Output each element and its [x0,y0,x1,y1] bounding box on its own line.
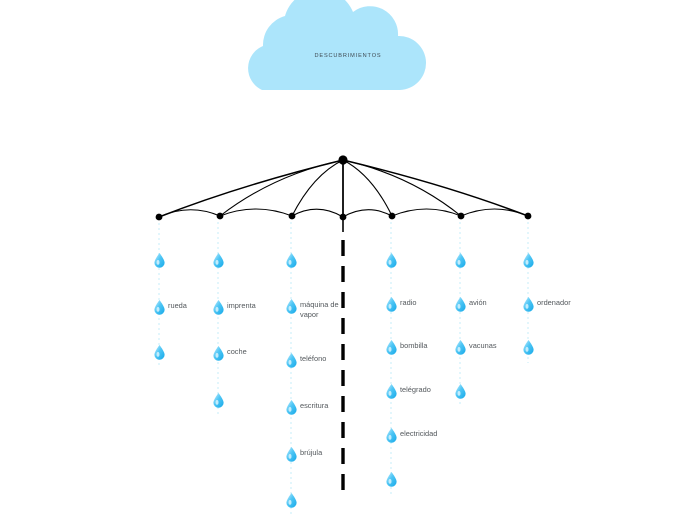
water-drop-icon[interactable] [285,400,297,415]
umbrella-shape [155,155,532,500]
drop-label: electricidad [400,429,438,438]
water-drop-icon[interactable] [385,384,397,399]
water-drop-icon[interactable] [385,340,397,355]
water-drop-icon[interactable] [212,393,224,408]
water-drop-icon[interactable] [153,300,165,315]
water-drop-icon[interactable] [153,345,165,360]
drop-label: ordenador [537,298,571,307]
drop-label: rueda [168,301,187,310]
water-drop-icon[interactable] [385,428,397,443]
water-drop-icon[interactable] [454,297,466,312]
water-drop-icon[interactable] [212,300,224,315]
water-drop-icon[interactable] [153,253,165,268]
drop-label: vacunas [469,341,497,350]
water-drop-icon[interactable] [285,353,297,368]
drop-label: brújula [300,448,323,457]
drop-label: avión [469,298,487,307]
drop-label: teléfono [300,354,327,363]
water-drop-icon[interactable] [522,340,534,355]
water-drop-icon[interactable] [454,384,466,399]
drop-label: máquina de vapor [300,300,339,319]
drop-label: imprenta [227,301,256,310]
water-drop-icon[interactable] [285,253,297,268]
drop-label: coche [227,347,247,356]
drop-label: escritura [300,401,329,410]
water-drop-icon[interactable] [212,346,224,361]
drop-label: radio [400,298,417,307]
water-drop-icon[interactable] [522,297,534,312]
water-drop-icon[interactable] [385,297,397,312]
water-drop-icon[interactable] [522,253,534,268]
water-drop-icon[interactable] [212,253,224,268]
water-drop-icon[interactable] [285,493,297,508]
water-drop-icon[interactable] [385,253,397,268]
water-drop-icon[interactable] [285,447,297,462]
cloud-icon [248,0,426,90]
water-drop-icon[interactable] [285,299,297,314]
water-drop-icon[interactable] [454,253,466,268]
drop-label: bombilla [400,341,428,350]
water-drop-icon[interactable] [385,472,397,487]
drop-label: telégrado [400,385,431,394]
water-drop-icon[interactable] [454,340,466,355]
